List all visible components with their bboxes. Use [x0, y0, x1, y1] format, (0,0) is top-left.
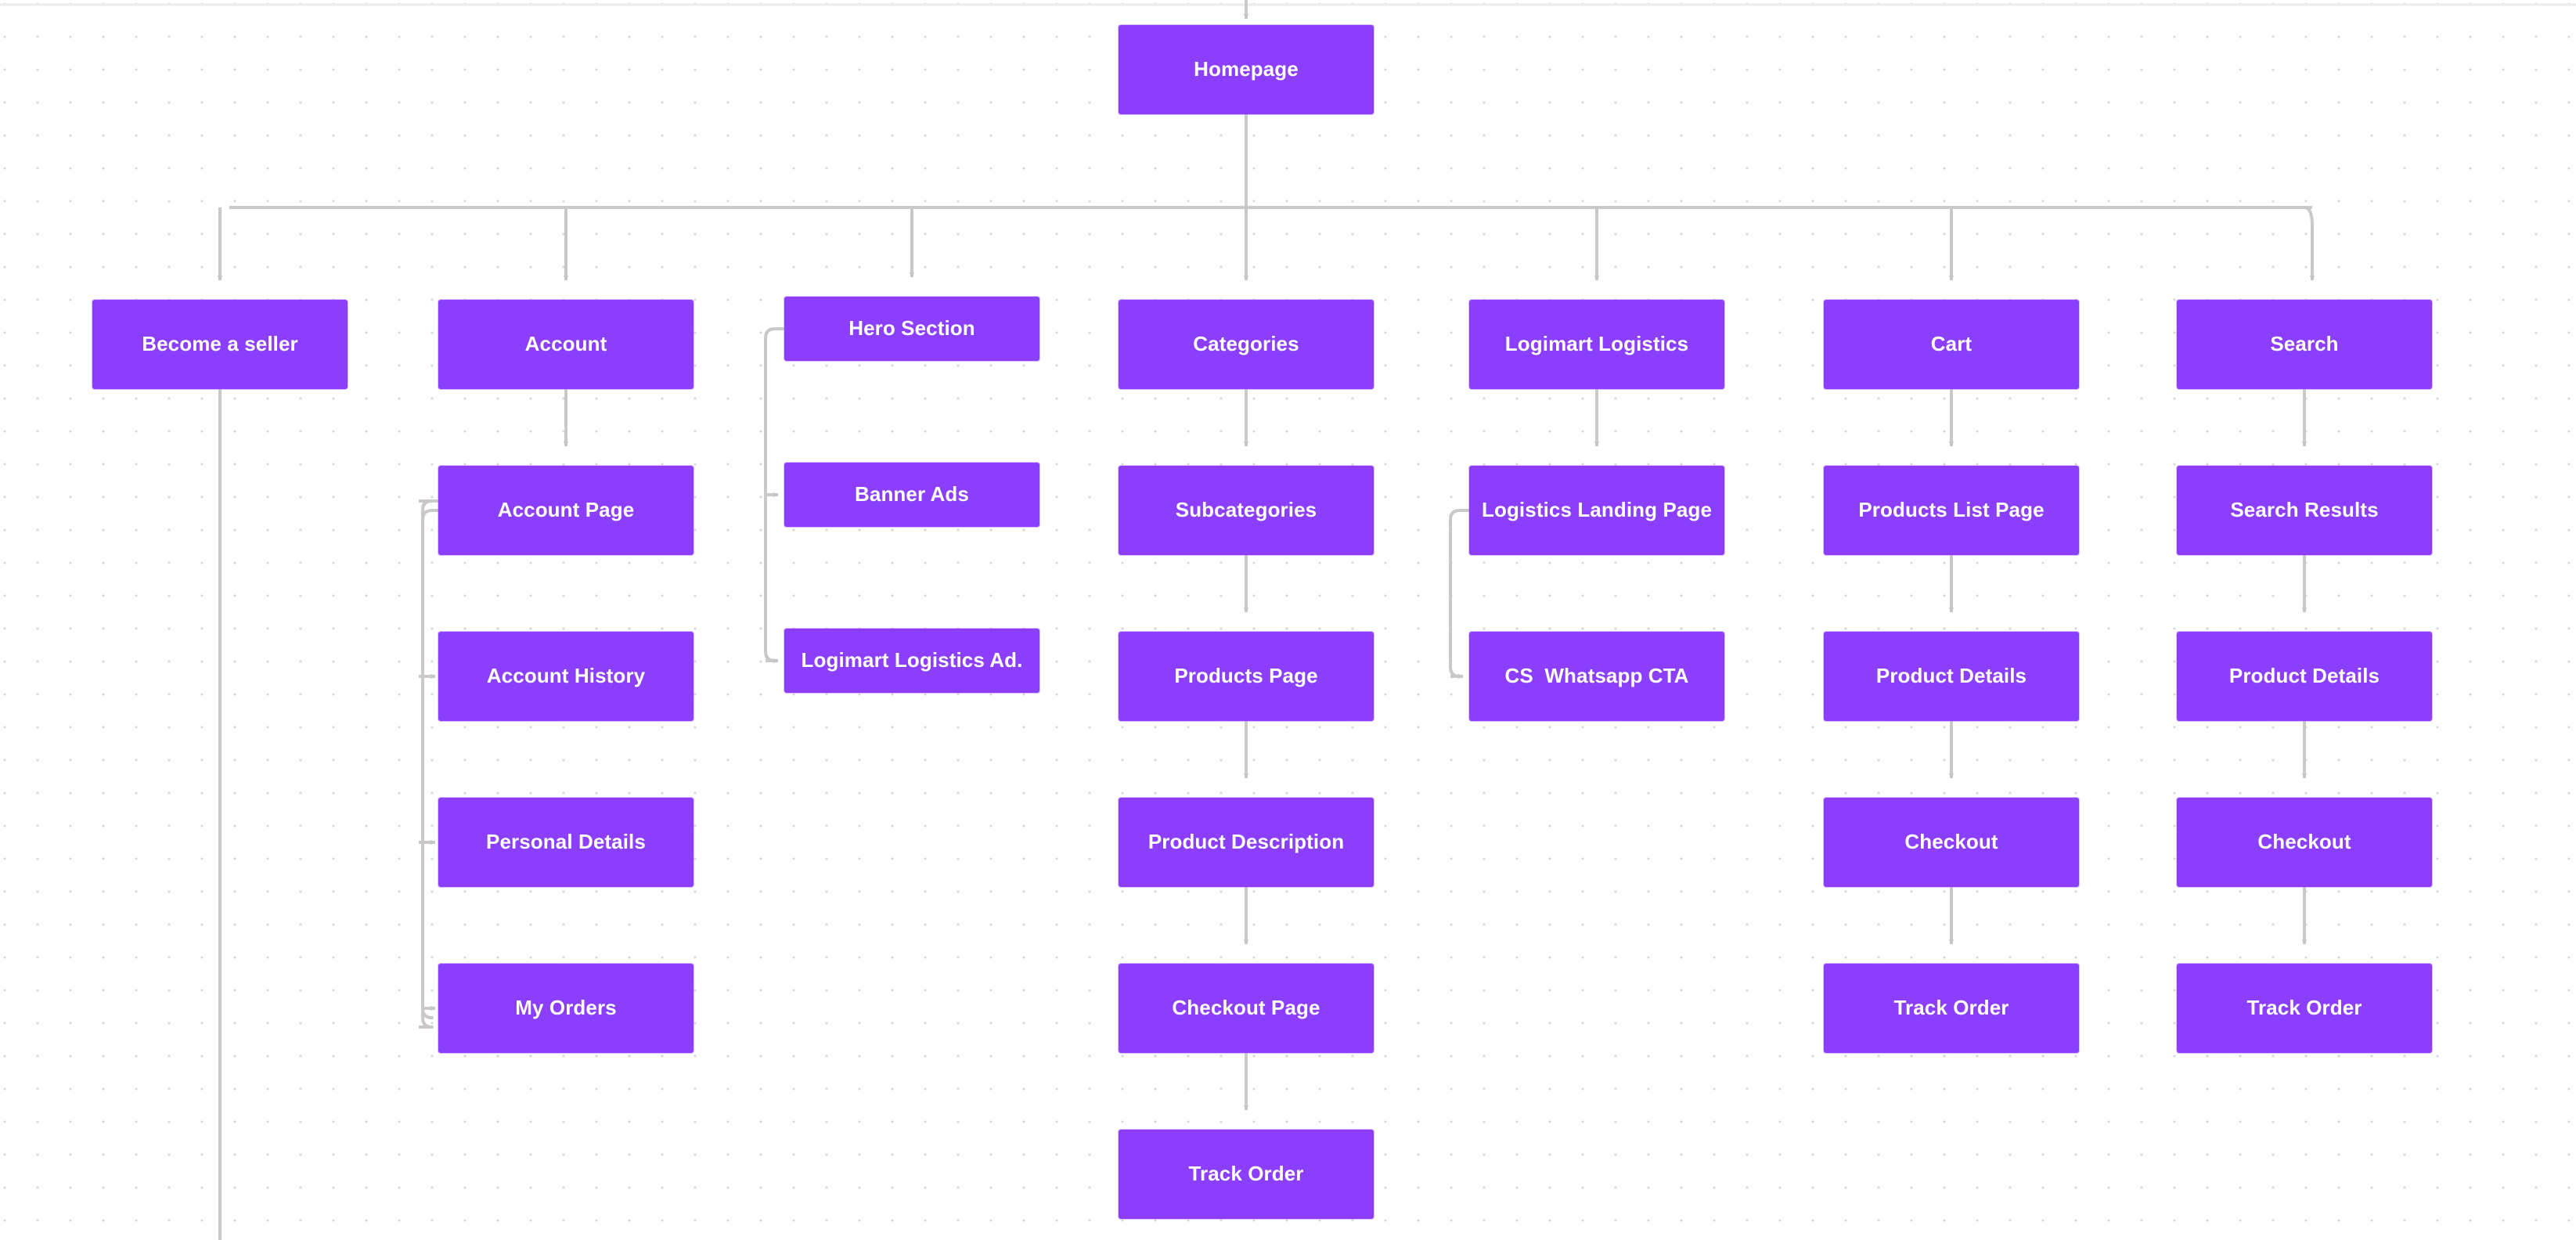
edge-hero-spine — [764, 327, 784, 662]
node-product-details-cart[interactable]: Product Details — [1824, 632, 2079, 721]
edge-account-page-spine-top — [419, 499, 434, 511]
node-product-desc[interactable]: Product Description — [1119, 798, 1374, 887]
node-homepage[interactable]: Homepage — [1119, 25, 1374, 114]
edge-account-spine-origin — [421, 499, 438, 511]
node-account-page[interactable]: Account Page — [438, 466, 694, 555]
edge-to-search — [2304, 206, 2315, 281]
node-banner-ads[interactable]: Banner Ads — [784, 463, 1039, 527]
node-cart[interactable]: Cart — [1824, 300, 2079, 389]
node-my-orders[interactable]: My Orders — [438, 964, 694, 1053]
node-label-logimart-ad: Logimart Logistics Ad. — [801, 648, 1023, 672]
node-label-checkout-search: Checkout — [2257, 830, 2351, 854]
node-label-track-order-search: Track Order — [2246, 996, 2362, 1020]
node-products-list[interactable]: Products List Page — [1824, 466, 2079, 555]
node-logimart-logistics[interactable]: Logimart Logistics — [1469, 300, 1724, 389]
node-label-track-order-cart: Track Order — [1893, 996, 2009, 1020]
node-label-checkout-cart: Checkout — [1904, 830, 1998, 854]
node-label-become-a-seller: Become a seller — [142, 332, 298, 356]
node-become-a-seller[interactable]: Become a seller — [92, 300, 348, 389]
node-label-logimart-logistics: Logimart Logistics — [1504, 332, 1689, 356]
node-checkout-search[interactable]: Checkout — [2177, 798, 2432, 887]
node-track-order-search[interactable]: Track Order — [2177, 964, 2432, 1053]
node-track-order-cart[interactable]: Track Order — [1824, 964, 2079, 1053]
node-label-track-order-cat: Track Order — [1188, 1162, 1304, 1186]
node-cs-whatsapp-cta[interactable]: CS Whatsapp CTA — [1469, 632, 1724, 721]
node-logistics-landing[interactable]: Logistics Landing Page — [1469, 466, 1724, 555]
node-search-results[interactable]: Search Results — [2177, 466, 2432, 555]
edge-account-spine-main — [421, 510, 434, 1019]
node-products-page[interactable]: Products Page — [1119, 632, 1374, 721]
node-label-homepage: Homepage — [1194, 57, 1299, 81]
node-label-categories: Categories — [1193, 332, 1299, 356]
node-checkout-cart[interactable]: Checkout — [1824, 798, 2079, 887]
node-personal-details[interactable]: Personal Details — [438, 798, 694, 887]
node-logimart-ad[interactable]: Logimart Logistics Ad. — [784, 629, 1039, 693]
node-label-product-desc: Product Description — [1147, 830, 1345, 854]
node-account[interactable]: Account — [438, 300, 694, 389]
edge-account-page-spine — [419, 509, 438, 1029]
node-label-search: Search — [2270, 332, 2339, 356]
node-search[interactable]: Search — [2177, 300, 2432, 389]
node-label-subcategories: Subcategories — [1175, 498, 1317, 522]
node-label-my-orders: My Orders — [515, 996, 617, 1020]
node-product-details-search[interactable]: Product Details — [2177, 632, 2432, 721]
node-hero-section[interactable]: Hero Section — [784, 297, 1039, 361]
node-label-cart: Cart — [1930, 332, 1973, 356]
node-label-banner-ads: Banner Ads — [855, 482, 969, 506]
node-label-hero-section: Hero Section — [848, 316, 975, 341]
node-label-products-list: Products List Page — [1858, 498, 2045, 522]
node-label-products-page: Products Page — [1174, 664, 1318, 688]
node-label-account: Account — [524, 332, 607, 356]
node-checkout-page[interactable]: Checkout Page — [1119, 964, 1374, 1053]
node-label-account-history: Account History — [486, 664, 646, 688]
edge-logistics-spine — [1449, 509, 1469, 678]
node-label-personal-details: Personal Details — [486, 830, 646, 854]
node-label-cs-whatsapp-cta: CS Whatsapp CTA — [1504, 664, 1689, 688]
node-label-product-details-search: Product Details — [2228, 664, 2380, 688]
node-label-product-details-cart: Product Details — [1875, 664, 2027, 688]
node-label-search-results: Search Results — [2230, 498, 2379, 522]
node-label-account-page: Account Page — [497, 498, 635, 522]
node-subcategories[interactable]: Subcategories — [1119, 466, 1374, 555]
node-track-order-cat[interactable]: Track Order — [1119, 1130, 1374, 1219]
node-account-history[interactable]: Account History — [438, 632, 694, 721]
node-label-logistics-landing: Logistics Landing Page — [1481, 498, 1712, 522]
node-categories[interactable]: Categories — [1119, 300, 1374, 389]
node-label-checkout-page: Checkout Page — [1172, 996, 1320, 1020]
